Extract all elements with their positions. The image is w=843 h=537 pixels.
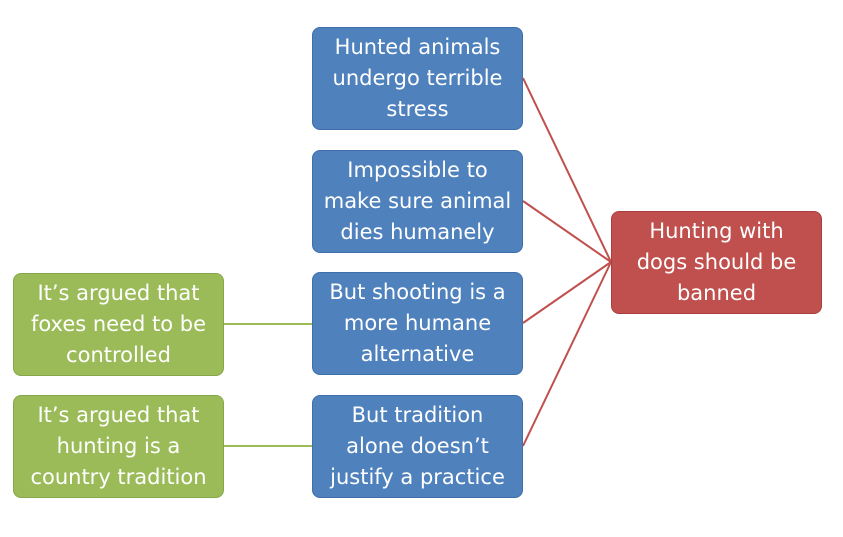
reason-box-shooting-alternative: But shooting is a more humane alternativ… bbox=[312, 272, 523, 375]
reason-box-stress: Hunted animals undergo terrible stress bbox=[312, 27, 523, 130]
claim-box: Hunting with dogs should be banned bbox=[611, 211, 822, 314]
objection-box-fox-control: It’s argued that foxes need to be contro… bbox=[13, 273, 224, 376]
connector-reason-4-claim bbox=[522, 261, 612, 447]
connector-reason-1-claim bbox=[522, 77, 612, 263]
reason-box-tradition: But tradition alone doesn’t justify a pr… bbox=[312, 395, 523, 498]
objection-box-country-tradition: It’s argued that hunting is a country tr… bbox=[13, 395, 224, 498]
reason-box-humane-death: Impossible to make sure animal dies huma… bbox=[312, 150, 523, 253]
connector-reason-3-claim bbox=[522, 261, 612, 324]
connector-reason-2-claim bbox=[522, 200, 612, 263]
